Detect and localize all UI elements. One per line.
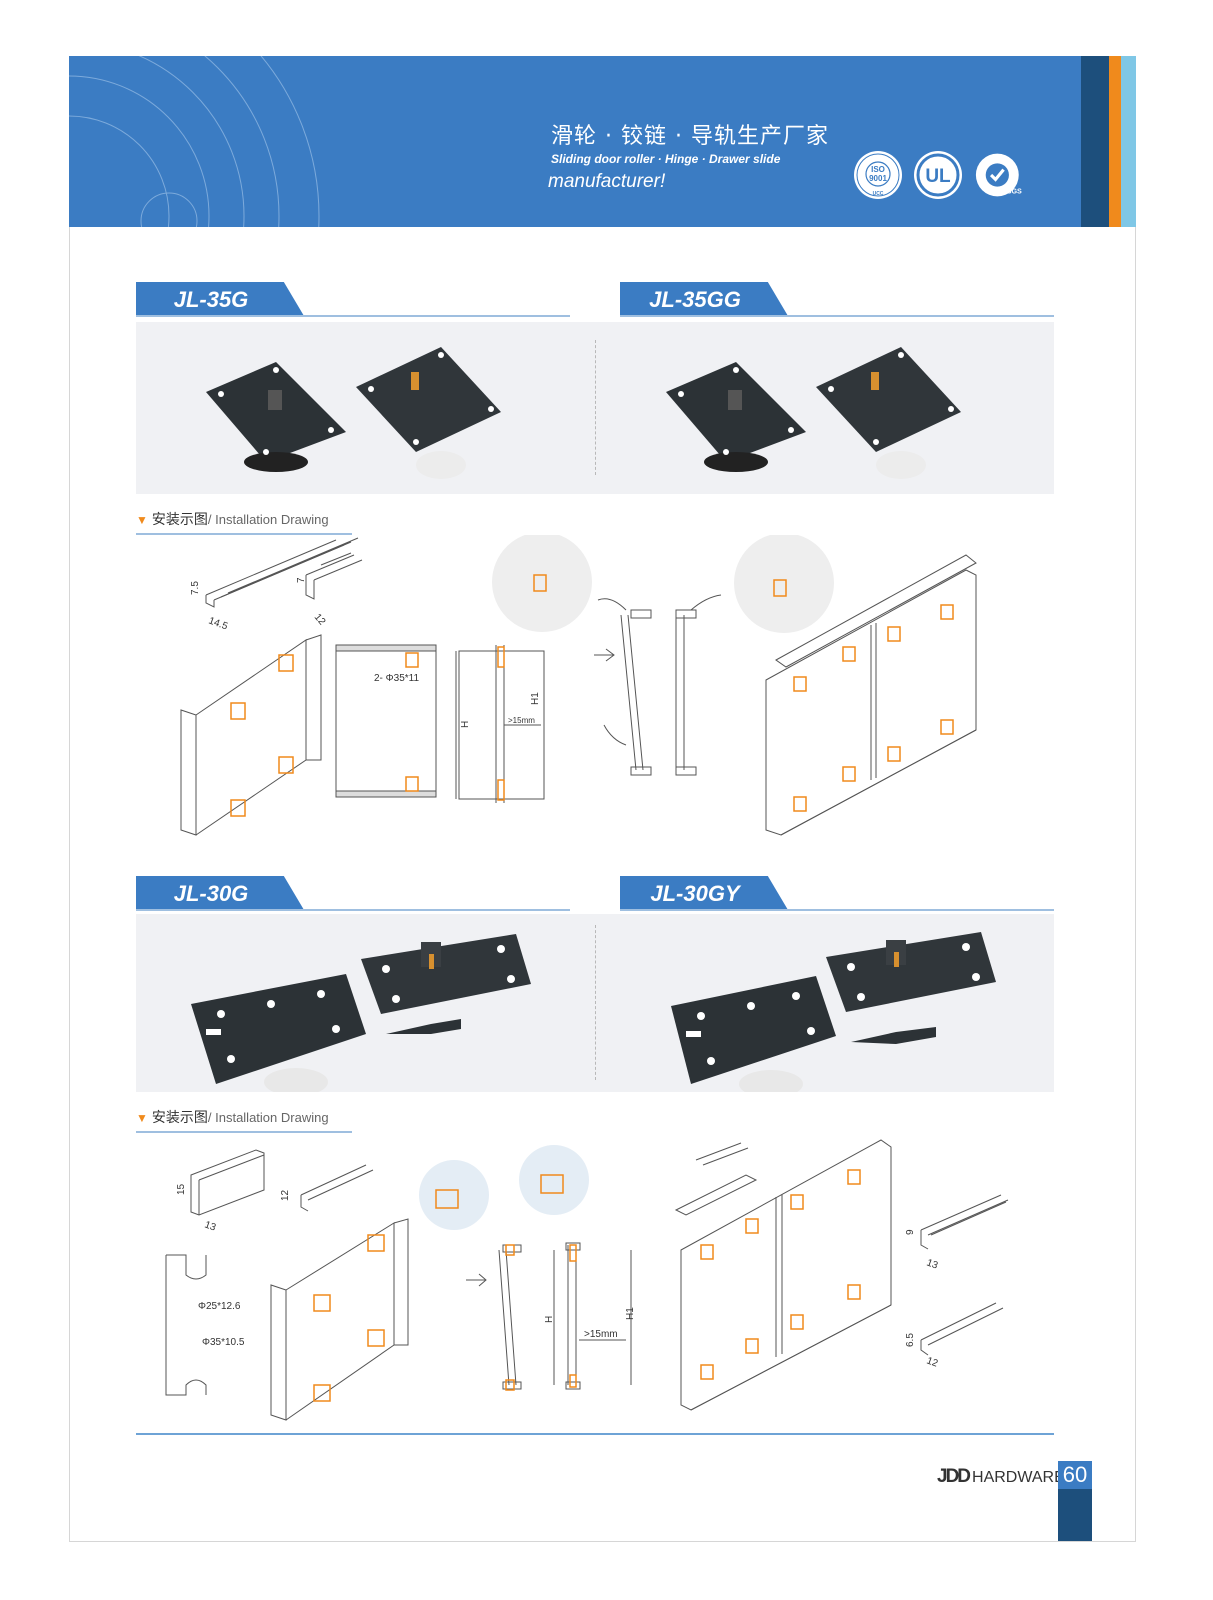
- tagline-english-line2: manufacturer!: [548, 171, 666, 192]
- svg-text:H1: H1: [530, 692, 541, 705]
- svg-text:H: H: [544, 1316, 555, 1323]
- svg-text:9: 9: [905, 1229, 916, 1235]
- tagline-english-line1: Sliding door roller · Hinge · Drawer sli…: [551, 152, 781, 166]
- page-number: 60: [1058, 1461, 1092, 1489]
- triangle-bullet-icon: ▼: [136, 513, 148, 527]
- brand-logo: JDD: [937, 1466, 971, 1487]
- page-number-bar: [1058, 1489, 1092, 1541]
- banner-stripe-light: [1121, 56, 1136, 227]
- product-model-label: JL-35G: [173, 287, 249, 312]
- svg-text:9001: 9001: [869, 174, 887, 183]
- installation-drawing-label: ▼安装示图/ Installation Drawing: [136, 511, 329, 527]
- svg-text:H1: H1: [625, 1307, 636, 1320]
- svg-text:7: 7: [296, 577, 307, 583]
- svg-text:SGS: SGS: [1007, 188, 1022, 196]
- banner-arc-decoration: [69, 56, 320, 227]
- svg-text:ISO: ISO: [871, 165, 885, 174]
- svg-text:12: 12: [925, 1355, 940, 1369]
- header-banner: [69, 56, 1136, 227]
- footer-divider: [136, 1433, 1054, 1435]
- ul-mark-icon: UL: [914, 151, 962, 199]
- tagline-chinese: 滑轮 · 铰链 · 导轨生产厂家: [551, 124, 829, 149]
- installation-label-underline: [136, 533, 352, 535]
- product-model-label: JL-30G: [173, 881, 249, 906]
- svg-text:7.5: 7.5: [190, 581, 201, 595]
- product-title-jl-30gy: JL-30GY: [620, 876, 1054, 911]
- svg-text:13: 13: [925, 1257, 940, 1271]
- svg-text:14.5: 14.5: [207, 615, 229, 632]
- triangle-bullet-icon: ▼: [136, 1111, 148, 1125]
- banner-stripe-dark: [1081, 56, 1109, 227]
- photo-divider: [595, 925, 596, 1080]
- svg-text:UCC: UCC: [873, 191, 884, 197]
- product-model-label: JL-35GG: [649, 287, 741, 312]
- svg-text:>15mm: >15mm: [508, 716, 535, 725]
- svg-text:UL: UL: [925, 166, 951, 187]
- product-title-jl-35g: JL-35G: [136, 282, 570, 317]
- installation-drawing-1: 7.5 14.5 7 12 2- Φ35*11 H H1 >15mm: [180, 535, 977, 836]
- svg-text:Φ25*12.6: Φ25*12.6: [198, 1301, 241, 1312]
- svg-text:15: 15: [176, 1183, 187, 1195]
- svg-text:2- Φ35*11: 2- Φ35*11: [374, 673, 419, 684]
- roller-photo-jl-35g-jl-35gg: [206, 347, 961, 479]
- svg-text:Φ35*10.5: Φ35*10.5: [202, 1337, 245, 1348]
- svg-text:12: 12: [280, 1189, 291, 1201]
- svg-text:12: 12: [312, 612, 328, 628]
- photo-divider: [595, 340, 596, 475]
- banner-stripe-orange: [1109, 56, 1121, 227]
- svg-text:>15mm: >15mm: [584, 1329, 618, 1340]
- svg-text:6.5: 6.5: [905, 1333, 916, 1347]
- iso-9001-seal-icon: ISO 9001 UCC: [854, 151, 902, 199]
- svg-text:H: H: [460, 721, 471, 728]
- roller-photo-jl-30g-jl-30gy: [191, 932, 996, 1098]
- product-title-jl-35gg: JL-35GG: [620, 282, 1054, 317]
- svg-text:13: 13: [203, 1219, 218, 1233]
- product-title-jl-30g: JL-30G: [136, 876, 570, 911]
- brand-word: HARDWARE: [972, 1469, 1065, 1486]
- installation-drawing-label: ▼安装示图/ Installation Drawing: [136, 1109, 329, 1125]
- installation-drawing-2: 15 13 12 Φ25*12.6 Φ35*10.5 H H1 >15mm 9 …: [165, 1139, 1009, 1421]
- installation-label-underline: [136, 1131, 352, 1133]
- product-model-label: JL-30GY: [650, 881, 740, 906]
- sgs-check-seal-icon: SGS: [975, 153, 1022, 197]
